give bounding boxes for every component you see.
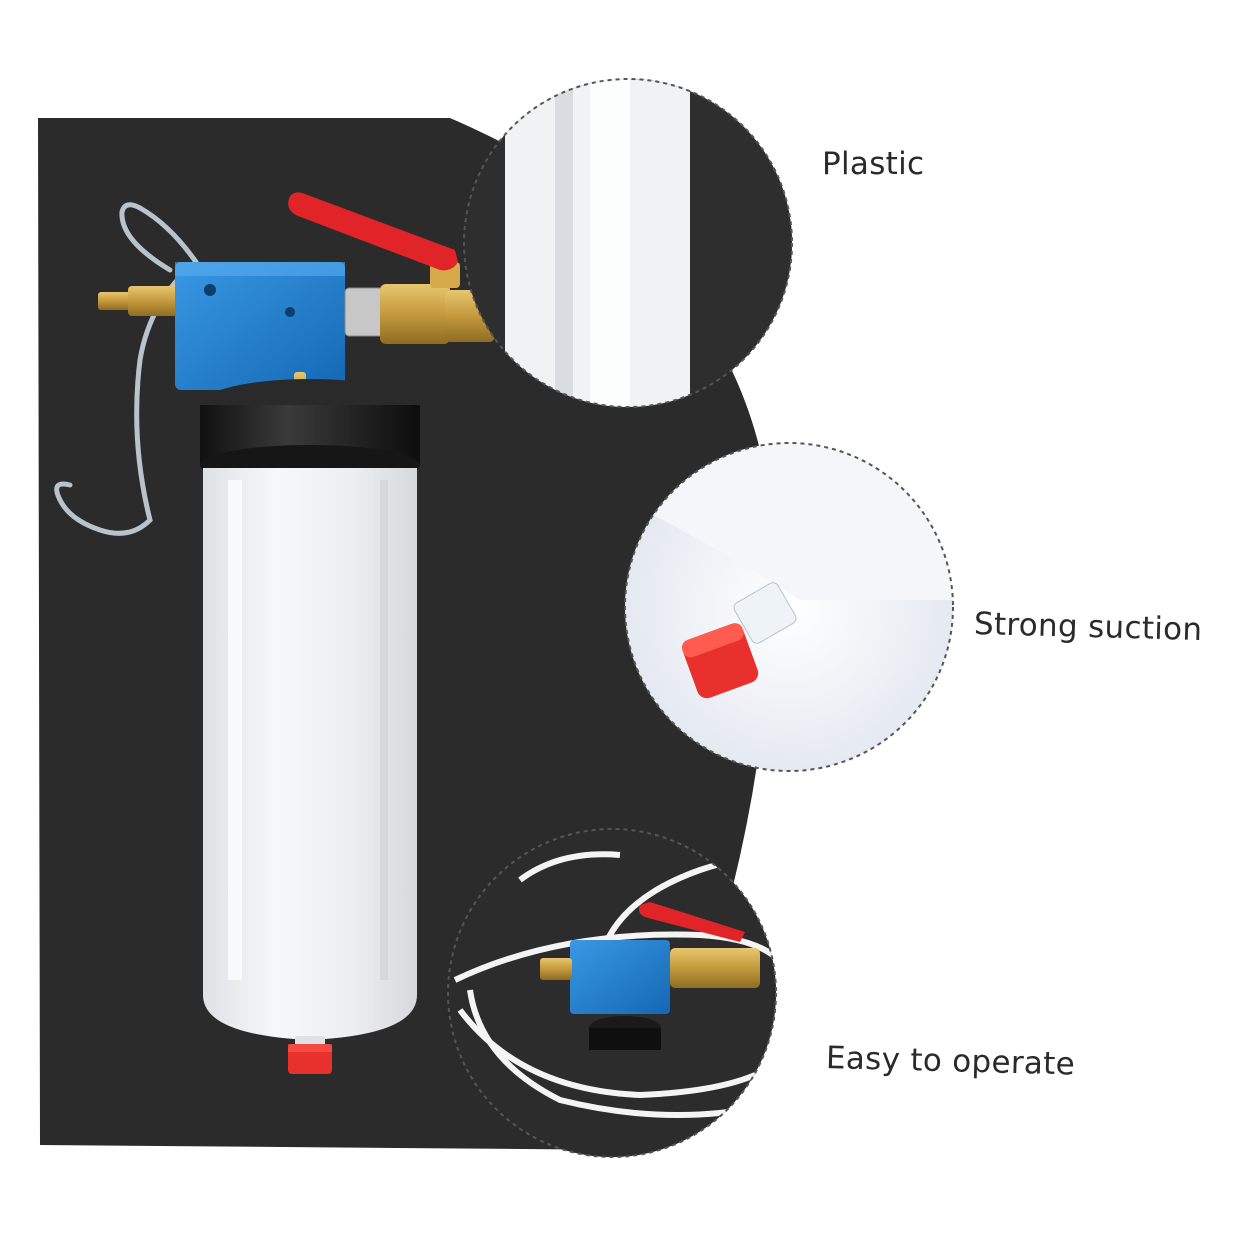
valve-handle (288, 192, 458, 271)
feature-label-plastic: Plastic (822, 146, 925, 182)
feature-label-operate: Easy to operate (825, 1040, 1076, 1083)
plastic-detail (463, 78, 793, 408)
fluid-bottle (203, 468, 417, 1040)
valve-assembly-detail (447, 828, 777, 1158)
inlet-nozzle (98, 286, 178, 316)
drain-cap (288, 1036, 332, 1074)
valve-block (175, 262, 345, 390)
suction-nozzle-detail (624, 442, 954, 772)
bottle-cap (200, 379, 420, 485)
feature-label-suction: Strong suction (973, 606, 1203, 648)
